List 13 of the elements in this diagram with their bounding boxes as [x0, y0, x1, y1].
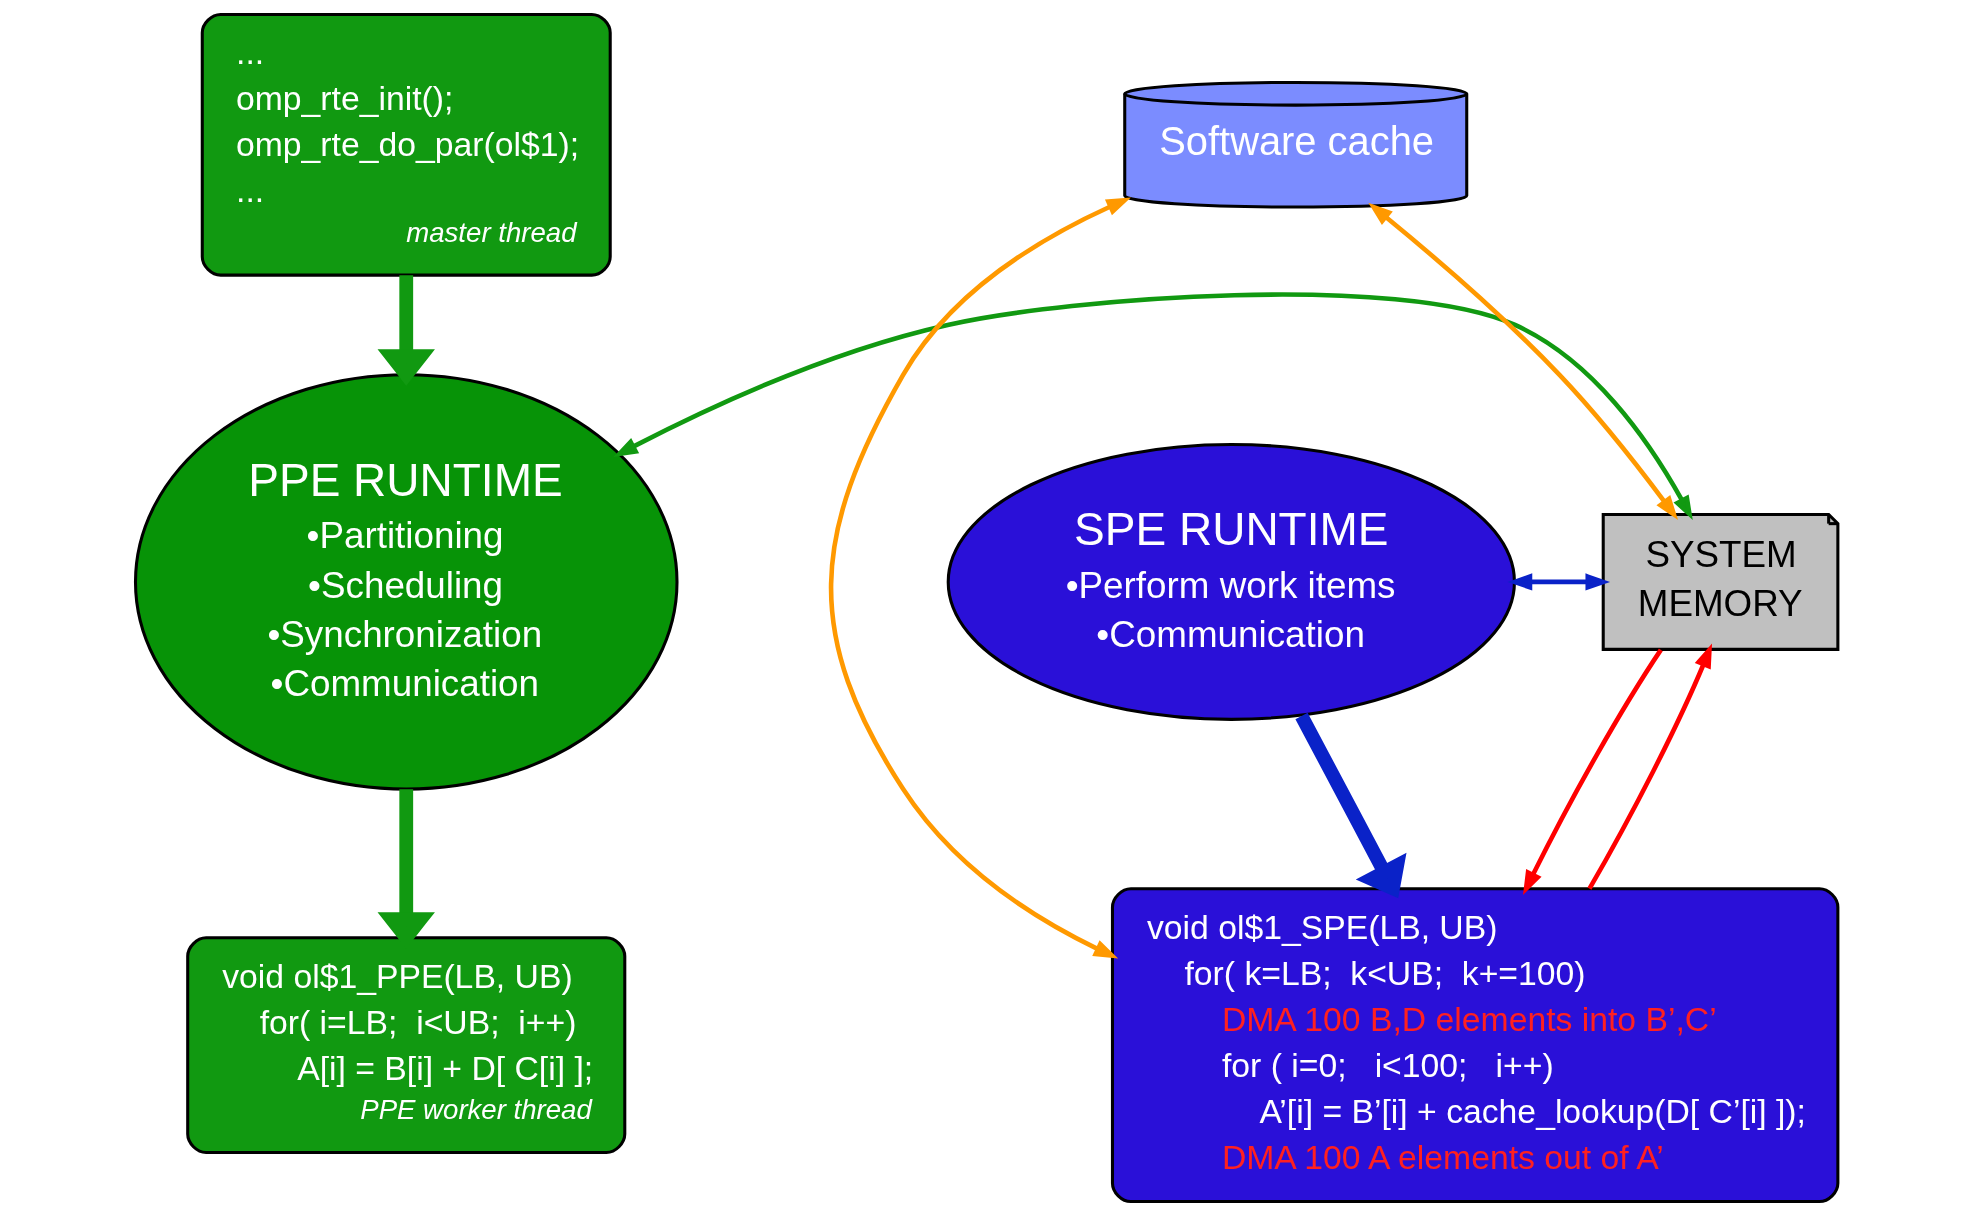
arrow: [377, 275, 435, 386]
node-box: void ol$1_SPE(LB, UB) for( k=LB; k<UB; k+=100) DMA 100 B,D elements into B’,C’ for ( i=0; i<100; i++) A’[i] = B’[i] + cache_lookup(D[ C’[i] ]); DMA 100 A elements out of A’: [1110, 887, 1839, 1204]
node-ellipse: SPE RUNTIME •Perform work items •Communication: [946, 442, 1516, 721]
arrow: [1587, 643, 1712, 890]
arrow: [1507, 573, 1610, 591]
node-box: ... omp_rte_init(); omp_rte_do_par(ol$1); ... master thread: [200, 12, 612, 277]
arrow: [1367, 202, 1678, 520]
arrow: [828, 197, 1131, 959]
arrow: [1522, 648, 1663, 895]
arrow: [612, 292, 1693, 521]
node-box: void ol$1_PPE(LB, UB) for( i=LB; i<UB; i++) A[i] = B[i] + D[ C[i] ]; PPE worker thread: [185, 936, 626, 1155]
node-ellipse: PPE RUNTIME •Partitioning •Scheduling •Synchronization •Communication: [133, 373, 679, 791]
arrow: [1294, 712, 1406, 899]
